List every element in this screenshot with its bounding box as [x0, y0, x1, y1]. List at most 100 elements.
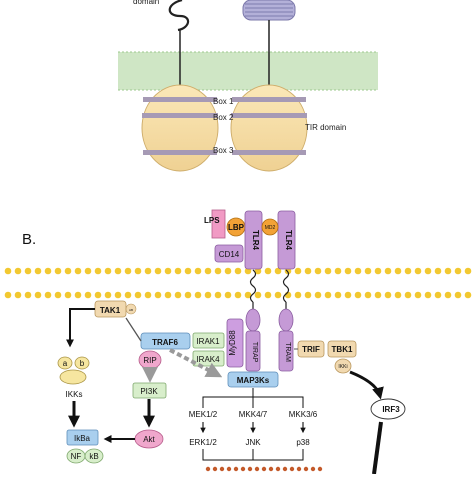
tlr4-left-label: TLR4 — [251, 230, 260, 251]
lps-label: LPS — [204, 216, 220, 225]
tlr4-right-label: TLR4 — [284, 230, 293, 251]
lipid-head-dot — [4, 291, 12, 299]
lipid-head-dot — [424, 291, 432, 299]
lipid-head-dot — [264, 267, 272, 275]
box2-label: Box 2 — [213, 113, 234, 122]
lipid-head-dot — [254, 466, 260, 472]
lipid-head-dot — [234, 267, 242, 275]
lipid-head-dot — [34, 291, 42, 299]
map3ks-branch-lines — [202, 388, 304, 408]
mkk36-label: MKK3/6 — [289, 410, 318, 419]
lipid-head-dot — [304, 267, 312, 275]
membrane-band — [118, 52, 378, 90]
lipid-head-dot — [274, 291, 282, 299]
hook-domain-icon — [168, 0, 190, 32]
lipid-head-dot — [184, 267, 192, 275]
lipid-head-dot — [384, 267, 392, 275]
domain-label: domain — [133, 0, 159, 6]
lipid-head-dot — [434, 291, 442, 299]
lipid-head-dot — [44, 291, 52, 299]
lipid-head-dot — [464, 267, 472, 275]
lipid-head-dot — [240, 466, 246, 472]
lipid-head-dot — [134, 267, 142, 275]
ikki-label: IKKi — [338, 364, 347, 370]
lipid-head-dot — [174, 291, 182, 299]
lipid-head-dot — [344, 291, 352, 299]
panel-b: B. LPS LBP CD14 TLR4 TLR4 MD2 MyD88 TIRA… — [4, 209, 472, 475]
lipid-head-dot — [24, 267, 32, 275]
tlr4-left-receptor — [244, 210, 263, 270]
md2-circle — [261, 218, 279, 236]
lipid-head-dot — [94, 291, 102, 299]
lipid-head-dot — [394, 291, 402, 299]
lipid-head-dot — [164, 291, 172, 299]
irf3-label: IRF3 — [382, 405, 400, 414]
ikk-alpha-circle — [57, 356, 73, 370]
lipid-head-dot — [104, 291, 112, 299]
lipid-head-dot — [14, 267, 22, 275]
irak1-label: IRAK1 — [196, 337, 220, 346]
lipid-head-dot — [324, 291, 332, 299]
lipid-bilayer-inner — [4, 291, 472, 299]
lipid-head-dot — [296, 466, 302, 472]
lipid-head-dot — [144, 291, 152, 299]
irak1-box — [192, 332, 225, 349]
lipid-head-dot — [454, 291, 462, 299]
tirap-label: TIRAP — [251, 342, 258, 363]
lipid-head-dot — [434, 267, 442, 275]
arrow-tbk1-irf3 — [349, 370, 384, 400]
lipid-head-dot — [224, 291, 232, 299]
lipid-head-dot — [84, 291, 92, 299]
tram-label: TRAM — [284, 342, 291, 362]
lipid-head-dot — [354, 267, 362, 275]
lipid-head-dot — [261, 466, 267, 472]
lipid-head-dot — [194, 291, 202, 299]
lipid-head-dot — [226, 466, 232, 472]
lipid-head-dot — [205, 466, 211, 472]
ikba-label: IkBa — [74, 434, 91, 443]
lipid-head-dot — [424, 267, 432, 275]
lipid-head-dot — [324, 267, 332, 275]
lps-bar — [211, 209, 226, 239]
lipid-head-dot — [74, 291, 82, 299]
lipid-head-dot — [334, 291, 342, 299]
akt-label: Akt — [143, 435, 155, 444]
lipid-head-dot — [124, 267, 132, 275]
lipid-head-dot — [254, 291, 262, 299]
tm-helix-right — [282, 269, 290, 303]
lipid-head-dot — [44, 267, 52, 275]
lipid-head-dot — [74, 267, 82, 275]
link-traf6-tak1 — [125, 317, 142, 342]
lipid-head-dot — [374, 267, 382, 275]
myd88-box — [226, 318, 244, 368]
arrow-traf6-map3ks — [169, 348, 223, 378]
tirap-box — [245, 330, 261, 372]
lipid-head-dot — [214, 267, 222, 275]
lipid-head-dot — [294, 291, 302, 299]
lipid-head-dot — [364, 267, 372, 275]
tram-box — [278, 330, 294, 372]
ikk-alpha-label: a — [63, 359, 68, 368]
lipid-head-dot — [134, 291, 142, 299]
lipid-head-dot — [204, 291, 212, 299]
lipid-head-dot — [454, 267, 462, 275]
ikks-label: IKKs — [66, 390, 83, 399]
lipid-head-dot — [14, 291, 22, 299]
lipid-head-dot — [364, 291, 372, 299]
lipid-head-dot — [184, 291, 192, 299]
lipid-head-dot — [275, 466, 281, 472]
rip-label: RIP — [143, 356, 156, 365]
map3ks-label: MAP3Ks — [237, 376, 270, 385]
lipid-head-dot — [289, 466, 295, 472]
lipid-head-dot — [314, 291, 322, 299]
lipid-head-dot — [317, 466, 323, 472]
lipid-head-dot — [114, 291, 122, 299]
tir-domain-left — [141, 84, 219, 172]
tbk1-box — [327, 340, 357, 358]
lipid-head-dot — [444, 267, 452, 275]
lipid-head-dot — [54, 267, 62, 275]
ikba-box — [66, 429, 99, 446]
ikki-circle — [334, 358, 352, 374]
tir-domain-right — [230, 84, 308, 172]
